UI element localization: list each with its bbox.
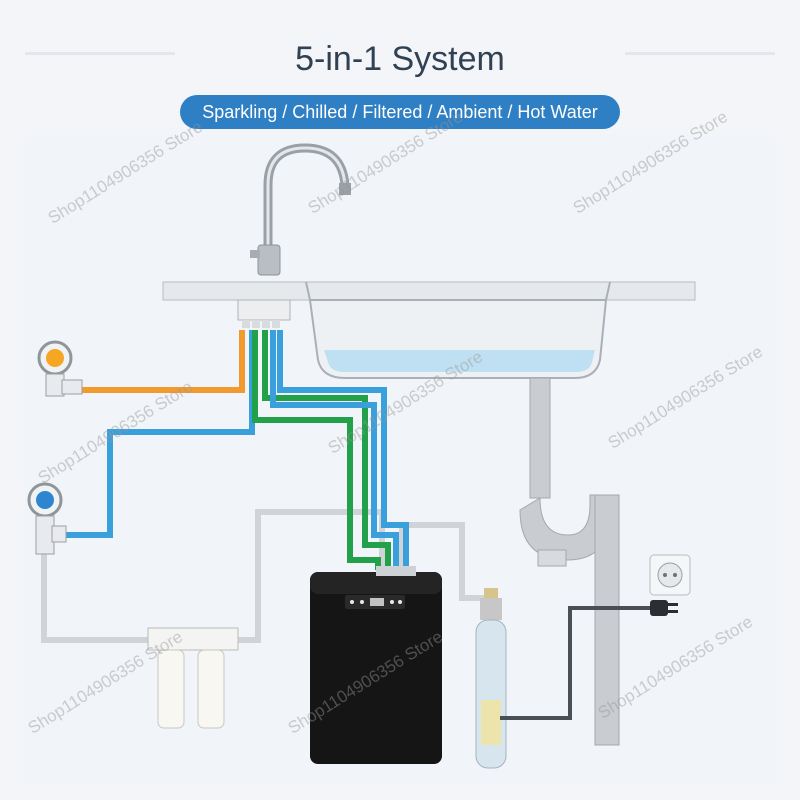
filter-outlet-line: [230, 509, 385, 643]
sink-rim: [305, 281, 611, 301]
title-rule-left: [25, 52, 175, 55]
wall-socket-icon: [649, 554, 691, 596]
sink-drain-icon: [519, 377, 620, 746]
filter-inlet-line: [41, 550, 160, 643]
hot-water-line: [80, 330, 245, 393]
cold-valve-icon: [27, 482, 67, 555]
filter-icon: [147, 627, 239, 729]
page-title: 5-in-1 System: [295, 40, 505, 78]
connector-block: [237, 299, 291, 328]
countertop: [162, 281, 696, 301]
dispenser-unit: [310, 566, 442, 764]
sink-water: [324, 350, 595, 372]
power-cable: [500, 606, 650, 720]
hot-valve-icon: [37, 340, 83, 397]
ambient-line: [277, 330, 409, 570]
subtitle-pill: Sparkling / Chilled / Filtered / Ambient…: [180, 95, 620, 129]
sparkling-line: [252, 330, 381, 570]
co2-line: [399, 522, 488, 601]
power-plug-icon: [650, 600, 678, 616]
co2-bottle-icon: [475, 588, 507, 769]
chilled-line: [262, 330, 391, 570]
faucet-icon: [250, 143, 351, 276]
title-rule-right: [625, 52, 775, 55]
filtered-line: [270, 330, 399, 570]
